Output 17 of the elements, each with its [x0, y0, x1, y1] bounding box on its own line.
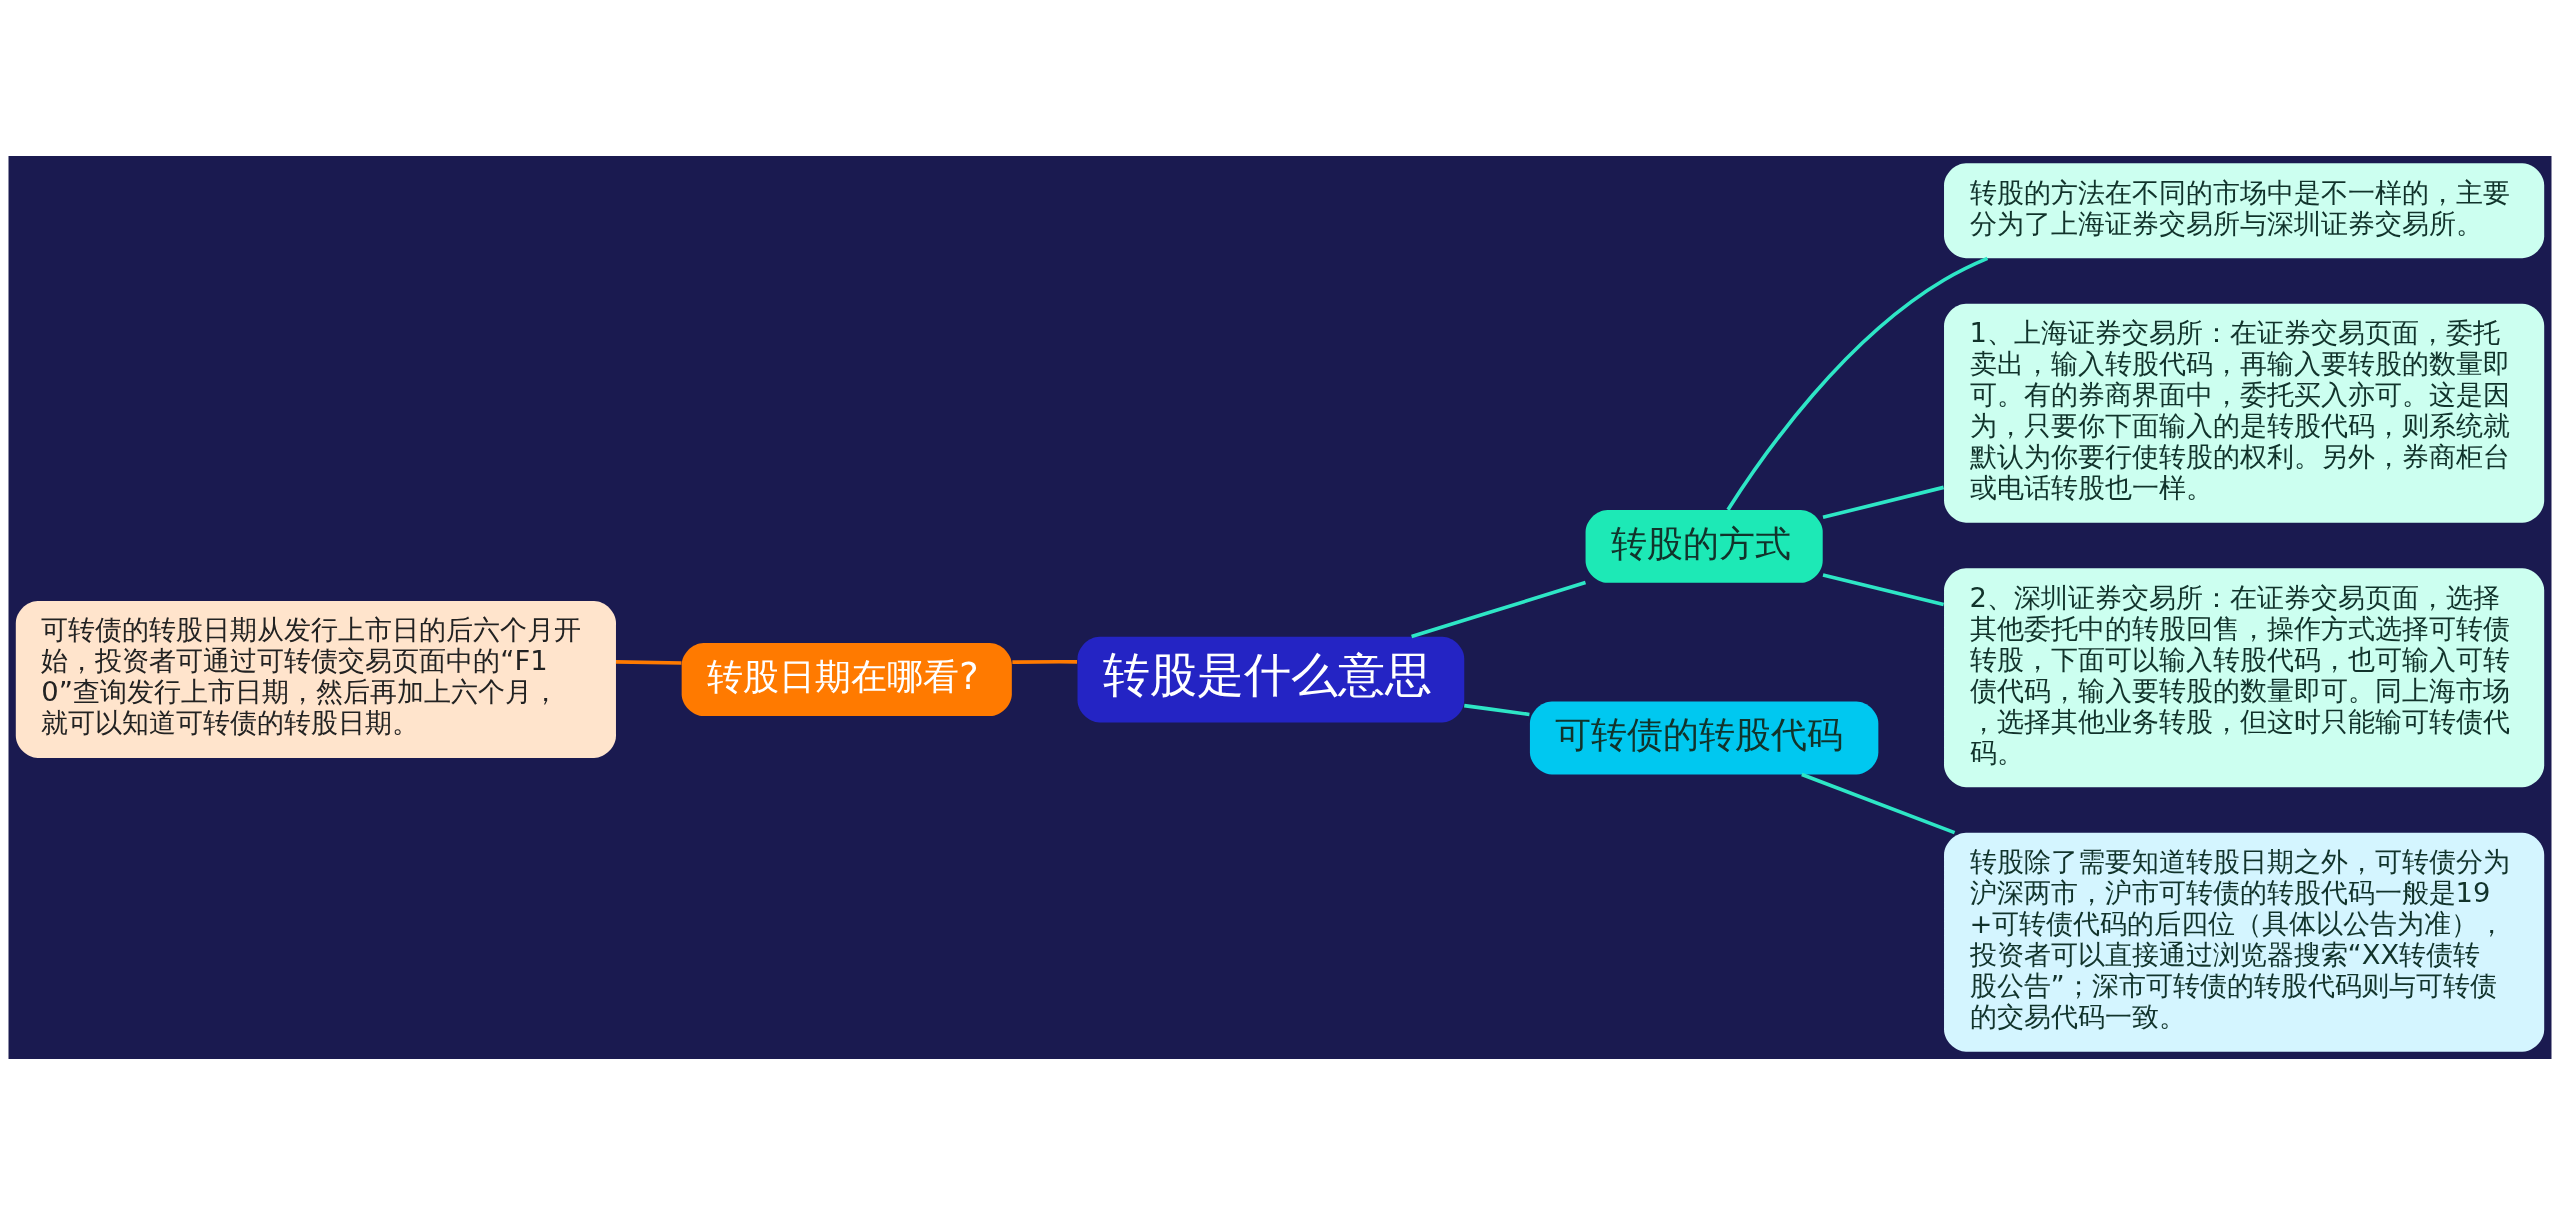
node-box: 1、上海证券交易所：在证券交易页面，委托卖出，输入转股代码，再输入要转股的数量即可。有的券商界面中，委托买入亦可。这是因为，只要你下面输入的是转股代码，则系统就默认为你要行使转股的权利。另外，券商柜台或电话转股也一样。: [1944, 303, 2545, 523]
node-box: 2、深圳证券交易所：在证券交易页面，选择其他委托中的转股回售，操作方式选择可转债转股，下面可以输入转股代码，也可输入可转债代码，输入要转股的数量即可。同上海市场，选择其他业务转股，但这时只能输可转债代码。: [1944, 568, 2545, 788]
connector: [1411, 580, 1587, 639]
connector: [1726, 256, 1989, 511]
connector: [1801, 772, 1956, 835]
connector: [1012, 659, 1078, 664]
node-box: 转股的方式: [1585, 509, 1823, 583]
connector: [1822, 485, 1945, 520]
node-box: 转股的方法在不同的市场中是不一样的，主要分为了上海证券交易所与深圳证券交易所。: [1944, 163, 2545, 259]
connector: [1464, 703, 1530, 717]
node-box: 转股除了需要知道转股日期之外，可转债分为沪深两市，沪市可转债的转股代码一般是19+可转债代码的后四位（具体以公告为准），投资者可以直接通过浏览器搜索“XX转债转股公告”；深市可转债的转股代码则与可转债的交易代码一致。: [1944, 832, 2545, 1052]
connector: [615, 660, 682, 665]
connector: [1822, 573, 1945, 607]
node-box: 可转债的转股代码: [1529, 701, 1879, 775]
node-box: 可转债的转股日期从发行上市日的后六个月开始，投资者可通过可转债交易页面中的“F10”查询发行上市日期，然后再加上六个月，就可以知道可转债的转股日期。: [15, 601, 616, 758]
node-box: 转股日期在哪看?: [681, 643, 1012, 717]
node-box: 转股是什么意思: [1077, 636, 1465, 723]
